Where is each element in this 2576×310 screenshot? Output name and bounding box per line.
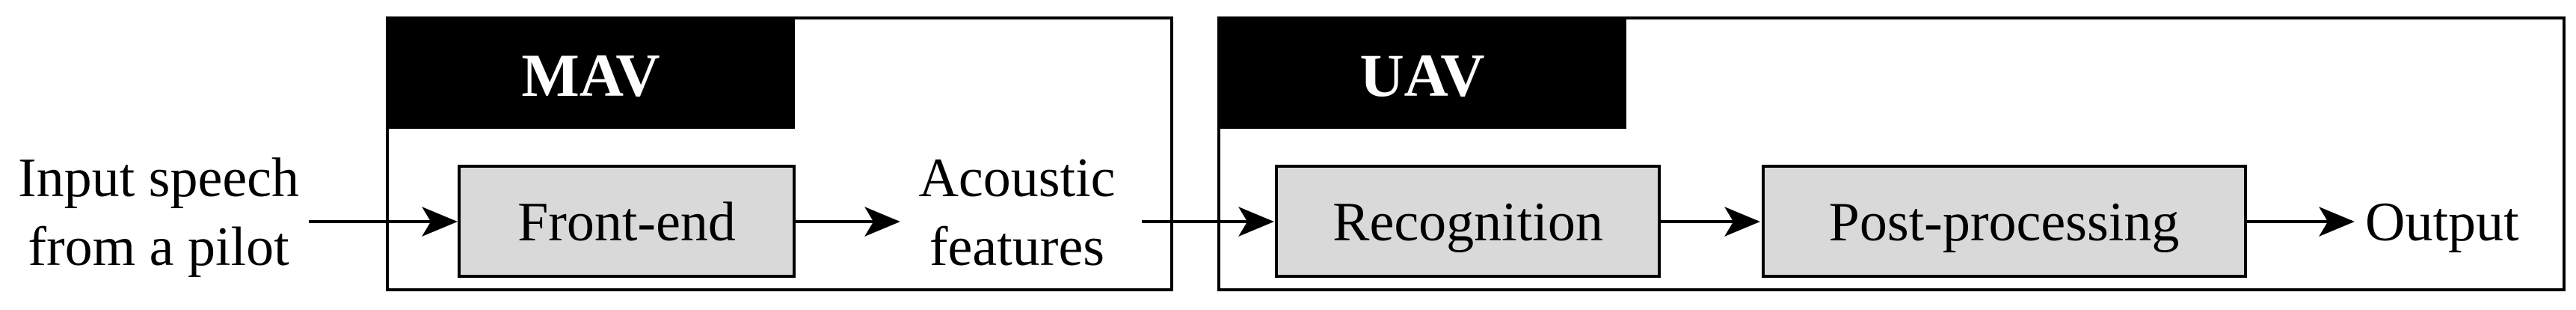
recognition-box: [1275, 165, 1661, 278]
input-label-line1: Input speech: [18, 148, 299, 209]
post-processing-label: Post-processing: [1829, 192, 2180, 253]
features-label-line1: Acoustic: [918, 148, 1115, 209]
output-label: Output: [2365, 192, 2519, 253]
recognition-label: Recognition: [1332, 192, 1603, 253]
mav-header: [387, 18, 795, 129]
uav-title: UAV: [1359, 41, 1484, 109]
uav-header: [1219, 18, 1626, 129]
post-processing-box: [1762, 165, 2247, 278]
input-label-line2: from a pilot: [28, 216, 289, 278]
mav-title: MAV: [521, 41, 660, 109]
front-end-box: [458, 165, 796, 278]
front-end-label: Front-end: [517, 192, 736, 253]
features-label-line2: features: [929, 216, 1104, 278]
uav-container: [1217, 16, 2566, 291]
